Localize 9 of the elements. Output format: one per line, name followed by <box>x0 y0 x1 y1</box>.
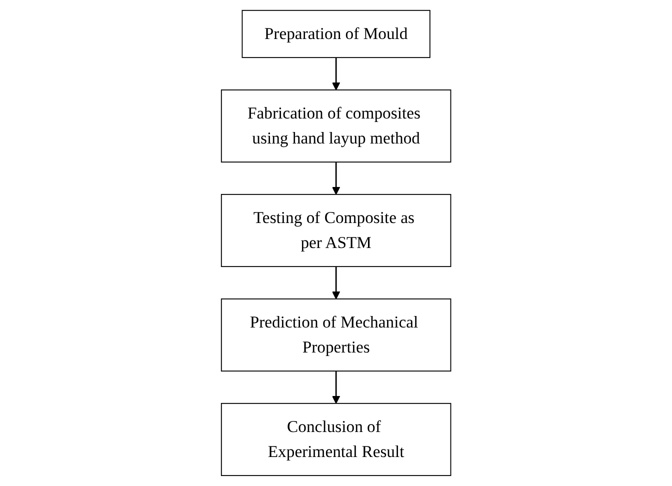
node-box: Fabrication of composites using hand layup method <box>220 89 452 163</box>
node-box: Conclusion of Experimental Result <box>220 402 452 476</box>
arrow <box>332 162 340 195</box>
node-box: Testing of Composite as per ASTM <box>220 194 452 268</box>
node-box: Preparation of Mould <box>242 10 430 58</box>
arrow <box>332 371 340 404</box>
arrow <box>332 58 340 90</box>
arrow <box>332 266 340 300</box>
node-box: Prediction of Mechanical Properties <box>220 298 452 372</box>
